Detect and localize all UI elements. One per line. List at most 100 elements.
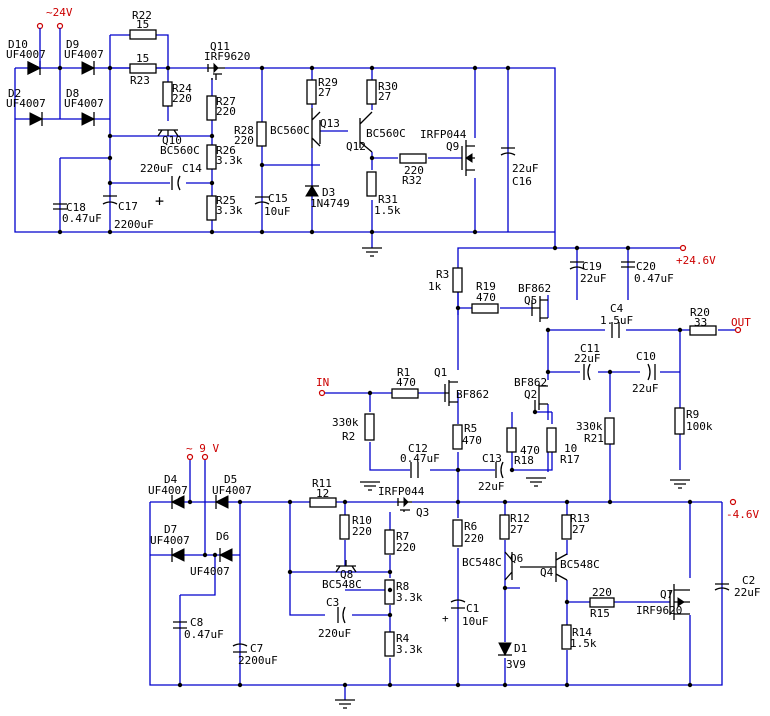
svg-text:330k: 330k xyxy=(576,420,603,433)
diode-d10: D10 UF4007 xyxy=(6,38,46,76)
resistor-r9: R9 100k xyxy=(674,407,713,435)
svg-text:R30: R30 xyxy=(378,80,398,93)
svg-text:22uF: 22uF xyxy=(574,352,601,365)
svg-text:R21: R21 xyxy=(584,432,604,445)
resistor-r2: 330k R2 xyxy=(332,413,375,443)
svg-text:22uF: 22uF xyxy=(478,480,505,493)
svg-text:D5: D5 xyxy=(224,473,237,486)
resistor-r19: R19 470 xyxy=(471,280,499,314)
svg-text:220: 220 xyxy=(592,586,612,599)
svg-text:UF4007: UF4007 xyxy=(64,48,104,61)
svg-text:R19: R19 xyxy=(476,280,496,293)
svg-text:100k: 100k xyxy=(686,420,713,433)
svg-text:C16: C16 xyxy=(512,175,532,188)
terminal-in: IN xyxy=(316,376,329,397)
svg-text:Q8: Q8 xyxy=(340,568,353,581)
capacitor-c3: C3 220uF xyxy=(318,596,351,640)
transistor-q12: BC560C Q12 xyxy=(346,111,406,153)
svg-text:1.5k: 1.5k xyxy=(374,204,401,217)
resistor-r26: R26 3.3k xyxy=(206,144,243,170)
svg-text:IRF9620: IRF9620 xyxy=(636,604,682,617)
resistor-r4: R4 3.3k xyxy=(384,631,423,657)
svg-text:D7: D7 xyxy=(164,523,177,536)
svg-text:D3: D3 xyxy=(322,186,335,199)
resistor-r32: 220 R32 xyxy=(399,153,427,187)
svg-text:Q10: Q10 xyxy=(162,134,182,147)
resistor-r5: R5 470 xyxy=(452,422,482,450)
svg-text:D6: D6 xyxy=(216,530,229,543)
svg-text:22uF: 22uF xyxy=(512,162,539,175)
svg-text:22uF: 22uF xyxy=(580,272,607,285)
svg-text:220: 220 xyxy=(404,164,424,177)
svg-text:D2: D2 xyxy=(8,87,21,100)
svg-text:220uF: 220uF xyxy=(318,627,351,640)
diode-d2: D2 UF4007 xyxy=(6,87,46,126)
svg-text:UF4007: UF4007 xyxy=(148,484,188,497)
svg-text:470: 470 xyxy=(520,444,540,457)
svg-text:C10: C10 xyxy=(636,350,656,363)
transistor-q8: Q8 BC548C xyxy=(322,560,362,591)
svg-text:Q4: Q4 xyxy=(540,566,554,579)
svg-text:D10: D10 xyxy=(8,38,28,51)
svg-text:R14: R14 xyxy=(572,626,592,639)
svg-text:C19: C19 xyxy=(582,260,602,273)
svg-text:R22: R22 xyxy=(132,9,152,22)
resistor-r8: R8 3.3k xyxy=(384,579,423,605)
diode-d4: D4 UF4007 xyxy=(148,473,188,509)
svg-text:15: 15 xyxy=(136,52,149,65)
ground-bottom xyxy=(335,685,355,709)
svg-text:R6: R6 xyxy=(464,520,477,533)
svg-text:+24.6V: +24.6V xyxy=(676,254,716,267)
capacitor-c7: C7 2200uF xyxy=(232,642,278,667)
svg-text:220: 220 xyxy=(396,541,416,554)
svg-text:UF4007: UF4007 xyxy=(6,48,46,61)
svg-text:Q9: Q9 xyxy=(446,140,459,153)
svg-text:R26: R26 xyxy=(216,144,236,157)
svg-text:-4.6V: -4.6V xyxy=(726,508,759,521)
svg-text:OUT: OUT xyxy=(731,316,751,329)
capacitor-c16: 22uF C16 xyxy=(500,147,539,188)
svg-text:Q13: Q13 xyxy=(320,117,340,130)
diode-d9: D9 UF4007 xyxy=(64,38,104,75)
svg-text:22uF: 22uF xyxy=(632,382,659,395)
capacitor-c11: C11 22uF xyxy=(574,342,601,381)
svg-text:1.5uF: 1.5uF xyxy=(600,314,633,327)
jfet-q2: BF862 Q2 xyxy=(514,376,548,412)
svg-text:2200uF: 2200uF xyxy=(238,654,278,667)
svg-text:220: 220 xyxy=(464,532,484,545)
svg-text:R15: R15 xyxy=(590,607,610,620)
svg-text:R23: R23 xyxy=(130,74,150,87)
jfet-q1: Q1 BF862 xyxy=(434,366,489,406)
mosfet-q11: Q11 IRF9620 xyxy=(204,40,250,80)
ground-top xyxy=(362,247,382,257)
svg-text:BC560C: BC560C xyxy=(270,124,310,137)
svg-text:IRFP044: IRFP044 xyxy=(420,128,467,141)
svg-text:Q12: Q12 xyxy=(346,140,366,153)
svg-text:470: 470 xyxy=(476,291,496,304)
svg-text:3.3k: 3.3k xyxy=(396,591,423,604)
capacitor-c12: C12 0.47uF xyxy=(400,442,440,478)
svg-text:10: 10 xyxy=(564,442,577,455)
svg-text:R12: R12 xyxy=(510,512,530,525)
resistor-r21: 330k R21 xyxy=(576,417,615,445)
capacitor-c18: C18 0.47uF xyxy=(53,201,102,225)
svg-text:R20: R20 xyxy=(690,306,710,319)
svg-text:BC548C: BC548C xyxy=(462,556,502,569)
svg-text:27: 27 xyxy=(572,523,585,536)
svg-text:R5: R5 xyxy=(464,422,477,435)
svg-text:D9: D9 xyxy=(66,38,79,51)
resistor-r12: R12 27 xyxy=(499,512,530,540)
svg-text:~24V: ~24V xyxy=(46,6,73,19)
capacitor-c2: C2 22uF xyxy=(714,574,761,599)
svg-text:~ 9 V: ~ 9 V xyxy=(186,442,219,455)
svg-text:+: + xyxy=(442,612,449,625)
svg-text:470: 470 xyxy=(462,434,482,447)
svg-text:220: 220 xyxy=(234,134,254,147)
svg-text:Q11: Q11 xyxy=(210,40,230,53)
capacitor-c1: C1 10uF + xyxy=(442,599,489,628)
svg-text:3.3k: 3.3k xyxy=(216,204,243,217)
svg-text:Q5: Q5 xyxy=(524,294,537,307)
svg-text:BF862: BF862 xyxy=(514,376,547,389)
terminal-out: OUT xyxy=(731,316,751,334)
svg-text:470: 470 xyxy=(396,376,416,389)
